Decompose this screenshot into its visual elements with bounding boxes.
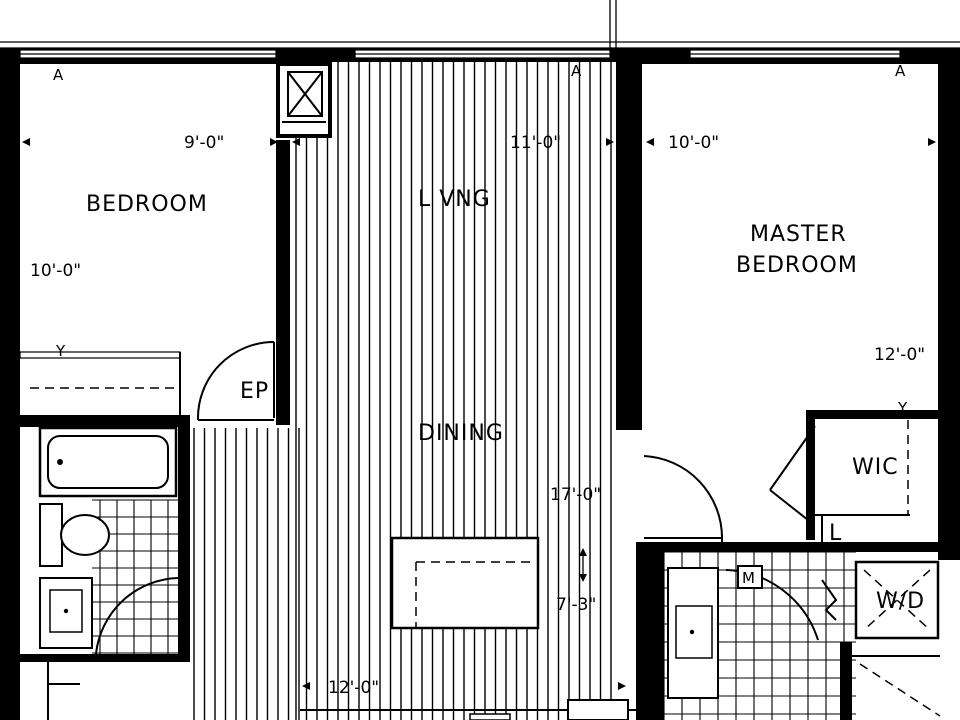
wall-master-bottom [636, 542, 940, 552]
wall-bath-right [178, 415, 190, 660]
wic-marker: Y [897, 399, 908, 417]
wall-master-left [616, 48, 642, 430]
wall-laundry-right [840, 642, 852, 720]
section-marker-bedroom: A [53, 66, 64, 84]
dim-master-depth: 12'-0" [874, 345, 925, 365]
section-marker-living: A [571, 62, 582, 80]
room-label-linen: L [829, 521, 842, 546]
dining-floor-hatch [193, 428, 300, 720]
bath-marker: Y [55, 342, 66, 360]
panel-marker: M [742, 569, 755, 587]
wall-exterior-left [0, 50, 20, 720]
dim-living-width: 11'-0" [510, 133, 561, 153]
dim-living-depth: 17'-0" [550, 485, 601, 505]
dim-bedroom-depth: 10'-0" [30, 261, 81, 281]
bedroom-closet [19, 351, 181, 415]
kitchen-island [390, 536, 540, 630]
walk-in-closet [769, 420, 910, 545]
room-label-dining: DINING [418, 421, 504, 446]
room-label-living: L VNG [418, 187, 491, 212]
wall-bath-bottom [20, 654, 190, 662]
wall-bedroom-right [276, 140, 290, 425]
ep-closet-door [196, 341, 275, 421]
dim-kitchen-width: 12'-0" [328, 678, 379, 698]
room-label-wic: WIC [852, 455, 899, 480]
section-marker-master: A [895, 62, 906, 80]
bathroom-tile-grid [92, 499, 178, 654]
wall-wic-top [806, 410, 940, 419]
mechanical-shaft [276, 62, 332, 138]
dim-bedroom-width: 9'-0" [184, 133, 224, 153]
kitchen-counter [47, 660, 636, 720]
dim-island-depth: 7'-3" [556, 595, 596, 615]
wall-bedroom-bottom [20, 415, 190, 427]
toilet-tank [39, 503, 63, 567]
master-door [643, 455, 724, 542]
wall-wic-left [806, 410, 815, 540]
toilet-bowl [60, 514, 110, 556]
dim-master-width: 10'-0" [668, 133, 719, 153]
bathroom-fixtures [38, 426, 179, 655]
windows [19, 49, 901, 59]
room-label-master-line2: BEDROOM [736, 253, 858, 278]
balcony-outline [0, 0, 960, 49]
wall-laundry-left [636, 545, 664, 720]
laundry-area [667, 560, 941, 717]
room-label-wd: W/D [876, 589, 925, 614]
room-label-master-line1: MASTER [750, 222, 847, 247]
wall-exterior-right [938, 48, 960, 560]
room-label-ep: EP [240, 379, 269, 404]
dimension-lines [22, 138, 936, 690]
room-label-bedroom: BEDROOM [86, 192, 208, 217]
panel-box [737, 565, 763, 589]
